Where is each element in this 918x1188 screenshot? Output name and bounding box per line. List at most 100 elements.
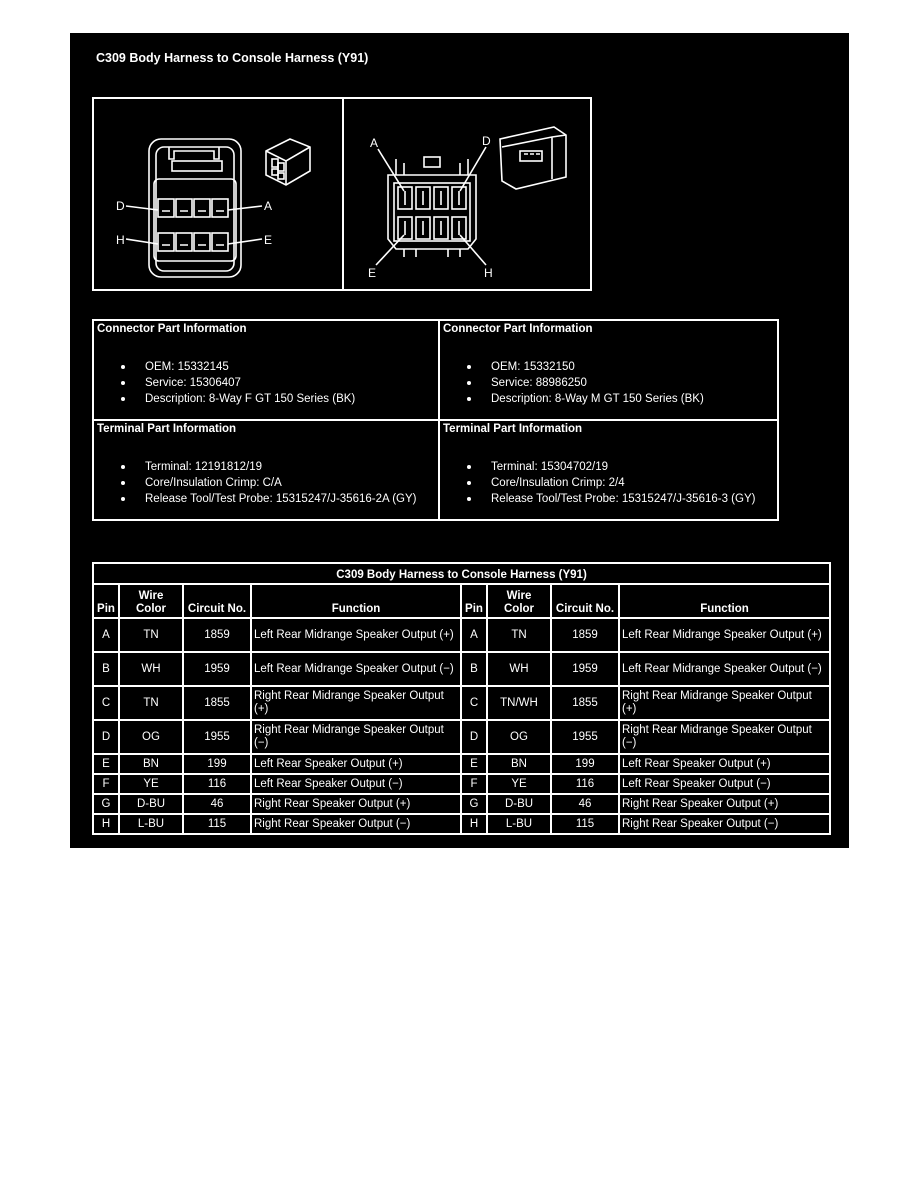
diagram-label-h: H (116, 233, 125, 247)
connector-info-left: Connector Part Information OEM: 15332145… (92, 319, 440, 421)
circuit-cell: 1855 (550, 685, 620, 721)
diagram-label-e: E (264, 233, 272, 247)
connector-info-right: Connector Part Information OEM: 15332150… (438, 319, 779, 421)
function-cell: Left Rear Speaker Output (+) (250, 753, 462, 775)
pin-cell: C (92, 685, 120, 721)
wire-color-cell: L-BU (486, 813, 552, 835)
header-function: Function (250, 583, 462, 619)
circuit-cell: 116 (550, 773, 620, 795)
circuit-cell: 1959 (550, 651, 620, 687)
wire-color-cell: OG (118, 719, 184, 755)
info-item: Description: 8-Way F GT 150 Series (BK) (97, 391, 435, 407)
wire-color-cell: BN (486, 753, 552, 775)
pin-cell: H (460, 813, 488, 835)
diagram-divider (342, 99, 344, 289)
wire-color-cell: YE (118, 773, 184, 795)
pin-cell: H (92, 813, 120, 835)
function-cell: Left Rear Speaker Output (−) (250, 773, 462, 795)
circuit-cell: 1859 (550, 617, 620, 653)
function-cell: Right Rear Midrange Speaker Output (+) (617, 685, 832, 721)
function-cell: Left Rear Midrange Speaker Output (−) (250, 651, 462, 687)
circuit-cell: 1959 (182, 651, 252, 687)
wire-color-cell: WH (486, 651, 552, 687)
connector-info-heading: Connector Part Information (97, 323, 247, 335)
circuit-cell: 199 (550, 753, 620, 775)
pin-cell: B (92, 651, 120, 687)
pin-cell: F (92, 773, 120, 795)
header-circuit-no: Circuit No. (550, 583, 620, 619)
diagram-label-d-male: D (482, 134, 491, 148)
info-item: OEM: 15332145 (97, 359, 435, 375)
terminal-info-heading: Terminal Part Information (443, 423, 583, 435)
info-item: Release Tool/Test Probe: 15315247/J-3561… (97, 491, 435, 507)
circuit-cell: 115 (550, 813, 620, 835)
circuit-cell: 1855 (182, 685, 252, 721)
terminal-info-right: Terminal Part Information Terminal: 1530… (438, 419, 779, 521)
wire-color-cell: BN (118, 753, 184, 775)
info-item: Release Tool/Test Probe: 15315247/J-3561… (443, 491, 774, 507)
wire-color-cell: OG (486, 719, 552, 755)
diagram-label-h-male: H (484, 266, 493, 280)
header-wire-color: Wire Color (486, 583, 552, 619)
function-cell: Left Rear Speaker Output (−) (617, 773, 832, 795)
wire-color-cell: TN (118, 617, 184, 653)
info-item: Terminal: 12191812/19 (97, 459, 435, 475)
header-function: Function (617, 583, 832, 619)
circuit-cell: 1859 (182, 617, 252, 653)
circuit-cell: 1955 (550, 719, 620, 755)
header-pin: Pin (460, 583, 488, 619)
wire-color-cell: YE (486, 773, 552, 795)
page-title: C309 Body Harness to Console Harness (Y9… (96, 51, 369, 65)
pinout-table-caption: C309 Body Harness to Console Harness (Y9… (91, 562, 832, 585)
pin-cell: E (92, 753, 120, 775)
male-connector-drawing: A D E H (368, 126, 567, 280)
info-item: OEM: 15332150 (443, 359, 774, 375)
diagram-label-d: D (116, 199, 125, 213)
function-cell: Left Rear Midrange Speaker Output (+) (617, 617, 832, 653)
pin-cell: F (460, 773, 488, 795)
wire-color-cell: D-BU (486, 793, 552, 815)
pin-cell: G (460, 793, 488, 815)
info-item: Core/Insulation Crimp: C/A (97, 475, 435, 491)
function-cell: Right Rear Speaker Output (−) (250, 813, 462, 835)
pinout-table: C309 Body Harness to Console Harness (Y9… (91, 562, 832, 835)
pin-cell: G (92, 793, 120, 815)
pin-cell: D (92, 719, 120, 755)
info-item: Service: 15306407 (97, 375, 435, 391)
diagram-label-e-male: E (368, 266, 376, 280)
connector-info-heading: Connector Part Information (443, 323, 593, 335)
circuit-cell: 115 (182, 813, 252, 835)
pin-cell: E (460, 753, 488, 775)
info-item: Terminal: 15304702/19 (443, 459, 774, 475)
function-cell: Left Rear Speaker Output (+) (617, 753, 832, 775)
circuit-cell: 116 (182, 773, 252, 795)
function-cell: Right Rear Speaker Output (−) (617, 813, 832, 835)
document-panel: C309 Body Harness to Console Harness (Y9… (70, 33, 849, 848)
function-cell: Right Rear Midrange Speaker Output (−) (617, 719, 832, 755)
function-cell: Right Rear Speaker Output (+) (617, 793, 832, 815)
wire-color-cell: TN (118, 685, 184, 721)
connector-diagram: D A H E (92, 97, 592, 291)
pin-cell: D (460, 719, 488, 755)
function-cell: Left Rear Midrange Speaker Output (−) (617, 651, 832, 687)
pin-cell: C (460, 685, 488, 721)
part-information-table: Connector Part Information OEM: 15332145… (92, 319, 779, 521)
pin-cell: A (460, 617, 488, 653)
function-cell: Left Rear Midrange Speaker Output (+) (250, 617, 462, 653)
wire-color-cell: TN/WH (486, 685, 552, 721)
circuit-cell: 1955 (182, 719, 252, 755)
circuit-cell: 46 (550, 793, 620, 815)
function-cell: Right Rear Speaker Output (+) (250, 793, 462, 815)
terminal-info-heading: Terminal Part Information (97, 423, 237, 435)
wire-color-cell: WH (118, 651, 184, 687)
female-connector-drawing: D A H E (116, 138, 311, 278)
circuit-cell: 199 (182, 753, 252, 775)
terminal-info-left: Terminal Part Information Terminal: 1219… (92, 419, 440, 521)
